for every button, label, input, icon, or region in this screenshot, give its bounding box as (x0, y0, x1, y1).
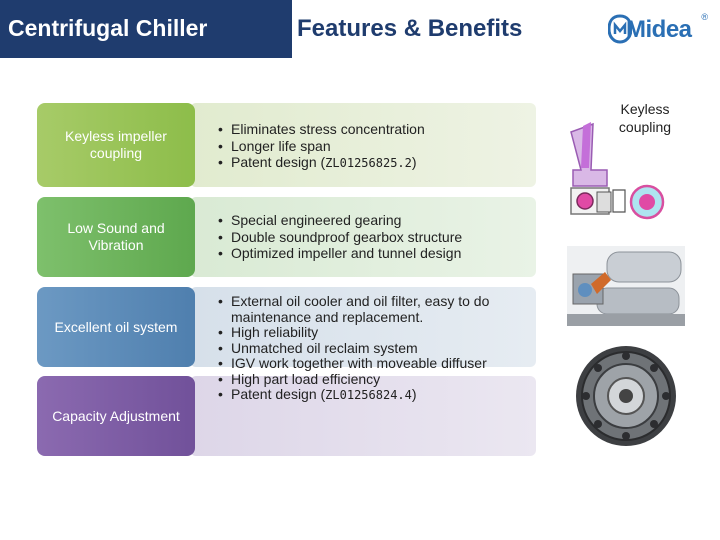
feature-oil-system: Excellent oil system (37, 287, 195, 367)
feature-keyless-impeller: Keyless impeller coupling (37, 103, 195, 187)
diffuser-image (576, 346, 676, 446)
list-item: Patent design (ZL01256824.4) (218, 386, 528, 404)
patent-number: ZL01256824.4 (325, 388, 412, 402)
list-item: IGV work together with moveable diffuser (218, 355, 528, 372)
patent-number: ZL01256825.2 (325, 156, 412, 170)
midea-logo-icon (608, 14, 632, 44)
list-item: Longer life span (218, 138, 528, 155)
header-left-panel: Centrifugal Chiller (0, 0, 292, 58)
section-title: Features & Benefits (297, 15, 523, 42)
registered-mark: ® (701, 12, 708, 22)
list-item: External oil cooler and oil filter, easy… (218, 293, 528, 325)
list-item: Double soundproof gearbox structure (218, 229, 528, 246)
list-item: Unmatched oil reclaim system (218, 340, 528, 357)
list-item: Optimized impeller and tunnel design (218, 245, 528, 262)
logo-wordmark: Midea (626, 16, 692, 43)
list-item: High reliability (218, 324, 528, 341)
list-item: Patent design (ZL01256825.2) (218, 154, 528, 172)
keyless-coupling-image (570, 122, 665, 220)
header-title: Centrifugal Chiller (8, 15, 208, 41)
list-item: Special engineered gearing (218, 212, 528, 229)
feature-low-sound: Low Sound and Vibration (37, 197, 195, 277)
keyless-coupling-label: Keyless coupling (618, 101, 672, 135)
bullets-oil-and-capacity: External oil cooler and oil filter, easy… (218, 293, 528, 404)
chiller-unit-image (567, 246, 685, 326)
midea-logo: Midea ® (608, 10, 708, 50)
feature-capacity-adjustment: Capacity Adjustment (37, 376, 195, 456)
list-item: Eliminates stress concentration (218, 121, 528, 138)
bullets-low-sound: Special engineered gearing Double soundp… (218, 212, 528, 262)
bullets-keyless: Eliminates stress concentration Longer l… (218, 121, 528, 172)
list-item: High part load efficiency (218, 371, 528, 388)
